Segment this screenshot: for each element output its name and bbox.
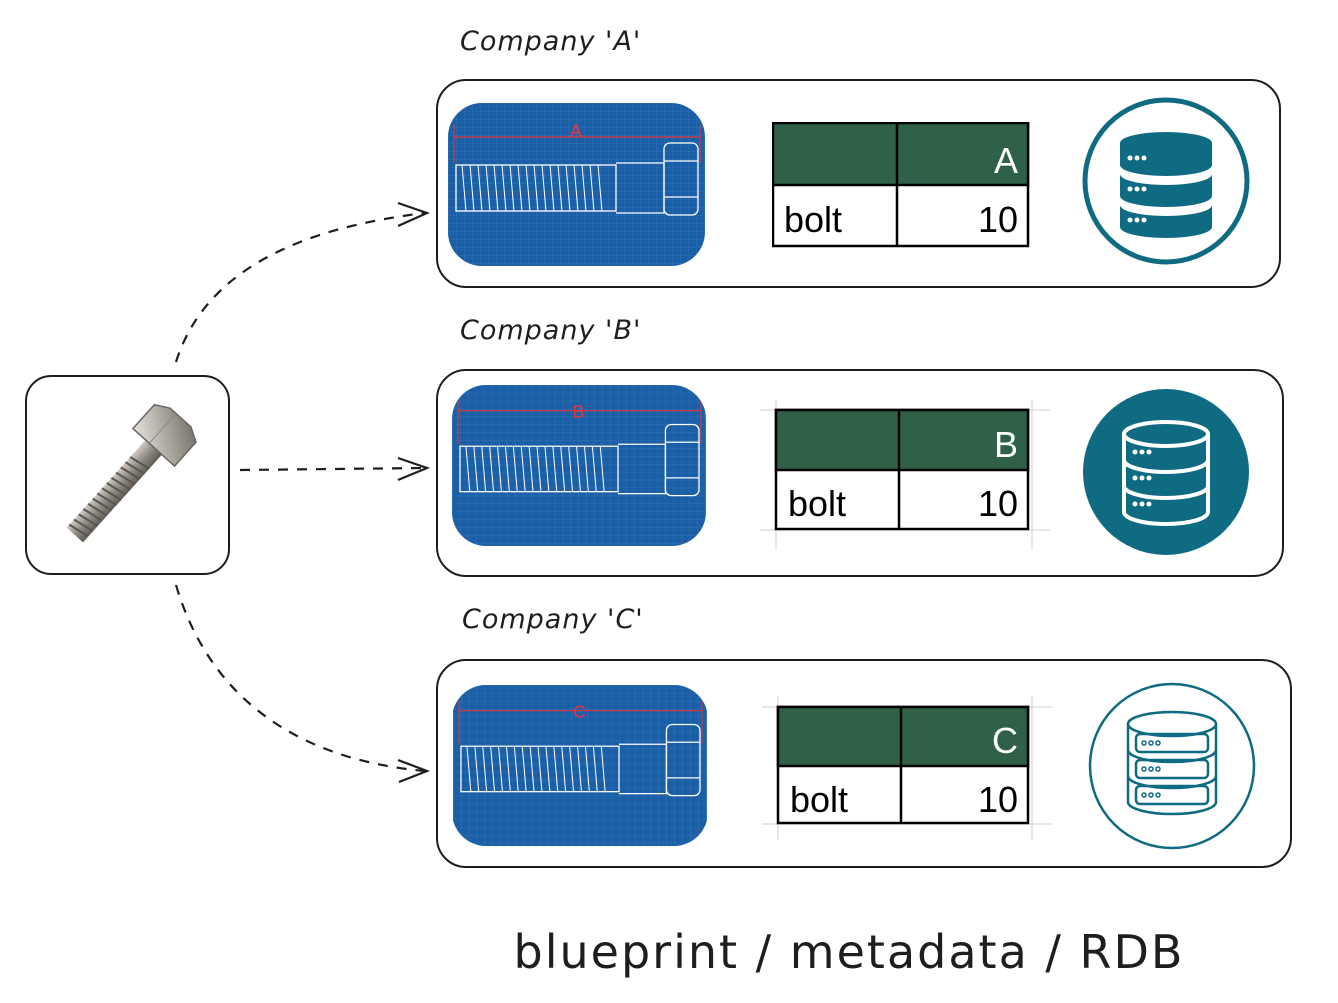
company-c-metadata-sheet: C bolt 10 [762,696,1052,840]
company-b-metadata-sheet: B bolt 10 [760,400,1050,550]
company-c-label: Company 'C' [462,604,644,635]
sheet-item: bolt [784,199,842,240]
arrow-to-company-c [174,584,426,773]
company-a-database-icon [1082,97,1250,265]
company-b-blueprint: B [452,385,706,546]
sheet-header: C [992,720,1018,761]
sheet-item: bolt [788,483,846,524]
arrowhead-c [397,758,431,784]
sheet-qty: 10 [978,483,1018,524]
dimension-marker: C [573,702,586,722]
sheet-qty: 10 [978,199,1018,240]
dimension-marker: B [573,402,585,422]
hex-bolt-photo-icon [66,403,197,543]
blueprint-drawing: A [448,103,705,266]
company-a-blueprint: A [448,103,705,266]
dimension-marker: A [570,121,582,141]
company-b-label: Company 'B' [460,315,642,346]
blueprint-drawing: B [452,385,706,546]
company-a-label: Company 'A' [460,26,642,57]
arrow-to-company-a [174,211,426,363]
sheet-header: A [994,140,1018,181]
sheet-qty: 10 [978,779,1018,820]
arrowhead-a [397,201,430,228]
company-a-metadata-sheet: A bolt 10 [772,122,1030,248]
arrowhead-b [397,456,431,482]
sheet-item: bolt [790,779,848,820]
blueprint-drawing: C [453,685,707,846]
company-c-blueprint: C [452,685,708,846]
source-part-box [25,375,230,575]
company-c-database-icon [1088,682,1256,850]
footer-caption: blueprint / metadata / RDB [513,925,1185,979]
company-b-database-icon [1083,389,1249,555]
sheet-header: B [994,424,1018,465]
arrow-to-company-b [239,466,426,472]
